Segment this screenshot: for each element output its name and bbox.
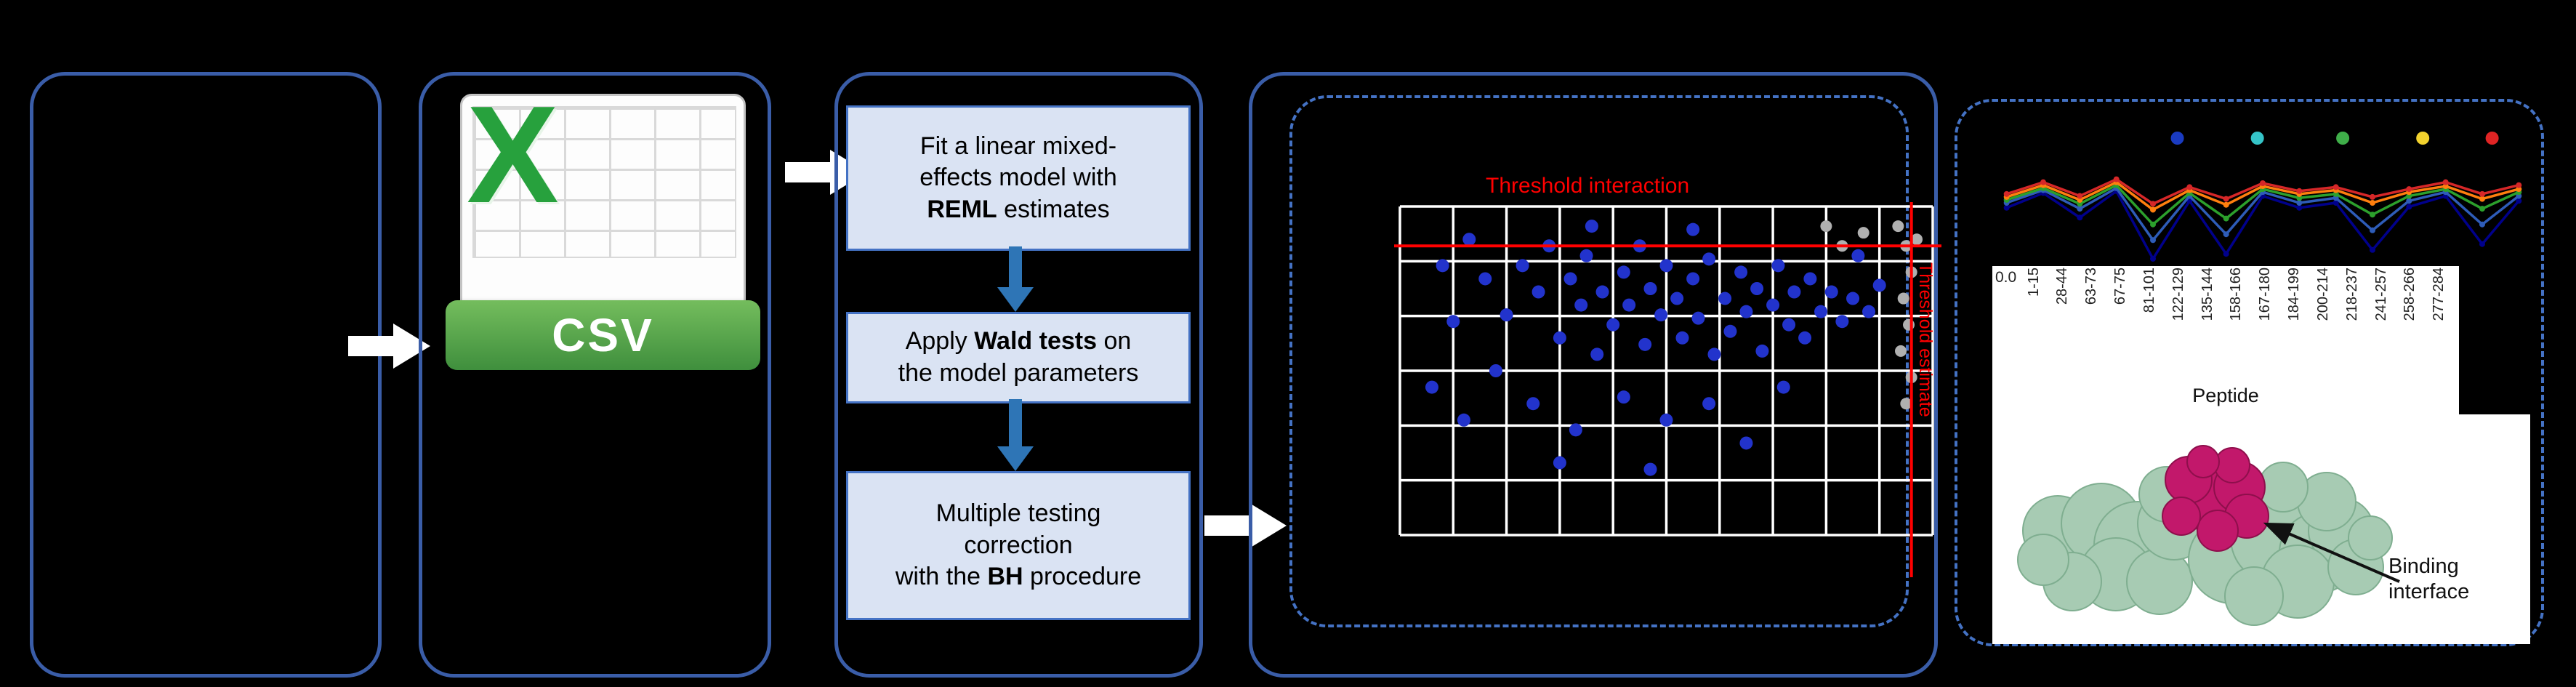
step-text-line: Apply [905,327,975,355]
scatter-title: Threshold interaction [1486,174,1690,198]
panel-input [30,72,382,678]
step-text-bold: BH [987,563,1023,591]
step-text-line: the model parameters [898,359,1139,387]
annotation-line: Binding [2388,555,2459,578]
binding-peptide-magenta-surface [2162,445,2269,552]
peptide-axis-label: 241-257 [2372,268,2389,321]
peptide-axis-label: 258-266 [2402,268,2418,321]
binding-interface-arrow-icon [2263,522,2400,583]
step-text-line: procedure [1023,563,1142,591]
x-axis-title: Peptide [2192,385,2259,406]
protein-structure-panel: Binding interface [1992,414,2530,644]
peptide-axis-label: 200-214 [2314,268,2331,321]
scatter-right-axis-label: Threshold estimate [1915,262,1936,417]
step-text-line: effects model with [919,164,1117,192]
peptide-axis-label: 28-44 [2054,268,2071,305]
protein-green-surface [2017,462,2393,626]
step-text-bold: Wald tests [974,327,1097,355]
peptide-axis-label: 218-237 [2343,268,2360,321]
peptide-axis-label: 158-166 [2228,268,2245,321]
step-wald-text: Apply Wald tests on the model parameters [898,326,1139,389]
step-bh-text: Multiple testing correction with the BH … [895,498,1141,593]
flow-arrow-right-icon [1204,503,1287,548]
y-axis-tick-label: 0.0 [1995,269,2017,286]
peptide-axis-label: 277-284 [2431,268,2447,321]
step-text-line: estimates [997,195,1110,223]
panel-peptide-results: 0.0 1-15 28-44 63-73 67-75 81-101 122-129 135-… [1955,99,2544,646]
csv-file-icon: X CSV [446,86,760,374]
peptide-axis-label: 184-199 [2286,268,2303,321]
peptide-axis-label: 1-15 [2025,268,2042,297]
step-text-line: Fit a linear mixed- [919,132,1117,160]
step-text-line: correction [964,531,1073,559]
panel-threshold-scatter: Threshold interaction Threshold estimate [1249,72,1941,678]
peptide-axis-label: 167-180 [2257,268,2274,321]
peptide-axis-label: 135-144 [2199,268,2215,321]
panel-csv-file: X CSV [419,72,771,678]
csv-page-shape: X [460,86,746,354]
step-reml-text: Fit a linear mixed- effects model with R… [919,131,1117,226]
step-text-line: Multiple testing [935,499,1101,528]
down-arrow-icon [997,399,1034,471]
scatter-plot [1394,202,1941,577]
peptide-axis-label: 67-75 [2112,268,2129,305]
step-reml-box: Fit a linear mixed- effects model with R… [846,105,1191,251]
peptide-axis-panel: 0.0 1-15 28-44 63-73 67-75 81-101 122-129 135-… [1992,266,2459,414]
step-text-line: with the [895,563,988,591]
down-arrow-icon [997,246,1034,312]
scatter-dashed-frame: Threshold interaction Threshold estimate [1289,95,1941,627]
step-text-line: on [1097,327,1132,355]
binding-interface-annotation: Binding interface [2388,554,2469,605]
annotation-line: interface [2388,579,2470,603]
peptide-axis-label: 122-129 [2170,268,2186,321]
peptide-profile-chart [2003,132,2522,262]
spreadsheet-grid-icon [472,106,736,258]
protein-structure-image [2017,445,2400,626]
csv-ribbon-label: CSV [446,300,760,370]
step-wald-box: Apply Wald tests on the model parameters [846,312,1191,403]
excel-x-logo-icon: X [467,78,559,232]
peptide-axis-label: 63-73 [2083,268,2100,305]
peptide-axis-label: 81-101 [2141,268,2157,313]
step-bh-box: Multiple testing correction with the BH … [846,471,1191,620]
peptide-axis-labels: 1-15 28-44 63-73 67-75 81-101 122-129 135-144 1… [2020,268,2453,363]
step-text-bold: REML [927,195,997,223]
flow-arrow-right-icon [348,324,430,369]
panel-statistics-steps: Fit a linear mixed- effects model with R… [834,72,1203,678]
